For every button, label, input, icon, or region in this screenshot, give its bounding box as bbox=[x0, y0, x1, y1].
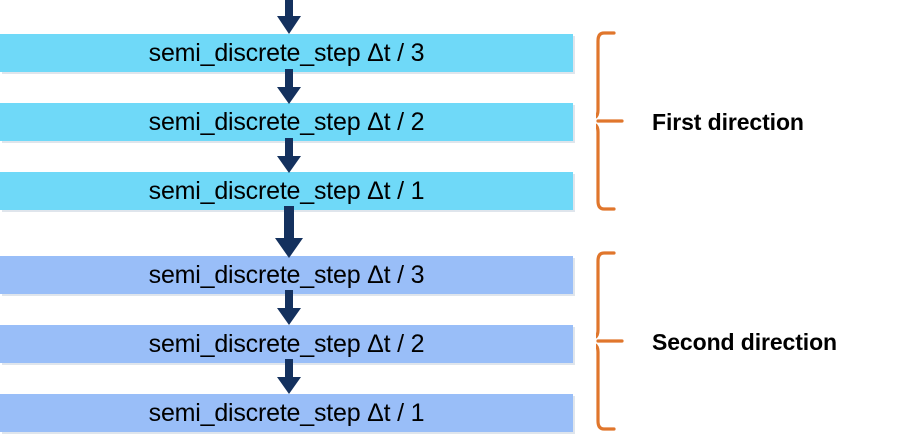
arrow-step-5-to-6 bbox=[277, 359, 301, 394]
arrow-step-1-to-2 bbox=[277, 69, 301, 104]
step-box-second-direction-2[interactable]: semi_discrete_step Δt / 2 bbox=[0, 325, 573, 363]
arrow-step-4-to-5 bbox=[277, 290, 301, 325]
step-box-first-direction-2[interactable]: semi_discrete_step Δt / 2 bbox=[0, 103, 573, 141]
arrow-into-step-1 bbox=[277, 0, 301, 34]
step-box-label: semi_discrete_step Δt / 1 bbox=[148, 176, 425, 205]
step-box-first-direction-3[interactable]: semi_discrete_step Δt / 3 bbox=[0, 34, 573, 72]
group-label-first-direction: First direction bbox=[652, 109, 804, 135]
step-box-second-direction-3[interactable]: semi_discrete_step Δt / 3 bbox=[0, 256, 573, 294]
step-box-label: semi_discrete_step Δt / 2 bbox=[148, 107, 425, 136]
step-box-label: semi_discrete_step Δt / 3 bbox=[148, 260, 425, 289]
step-box-label: semi_discrete_step Δt / 1 bbox=[148, 398, 425, 427]
arrow-step-2-to-3 bbox=[277, 138, 301, 173]
step-box-label: semi_discrete_step Δt / 3 bbox=[148, 38, 425, 67]
group-label-second-direction: Second direction bbox=[652, 329, 837, 355]
step-box-label: semi_discrete_step Δt / 2 bbox=[148, 329, 425, 358]
group-bracket-first-direction bbox=[596, 31, 624, 211]
group-bracket-second-direction bbox=[596, 251, 624, 431]
arrow-group-1-to-2 bbox=[275, 206, 303, 258]
step-box-first-direction-1[interactable]: semi_discrete_step Δt / 1 bbox=[0, 172, 573, 210]
step-box-second-direction-1[interactable]: semi_discrete_step Δt / 1 bbox=[0, 394, 573, 432]
